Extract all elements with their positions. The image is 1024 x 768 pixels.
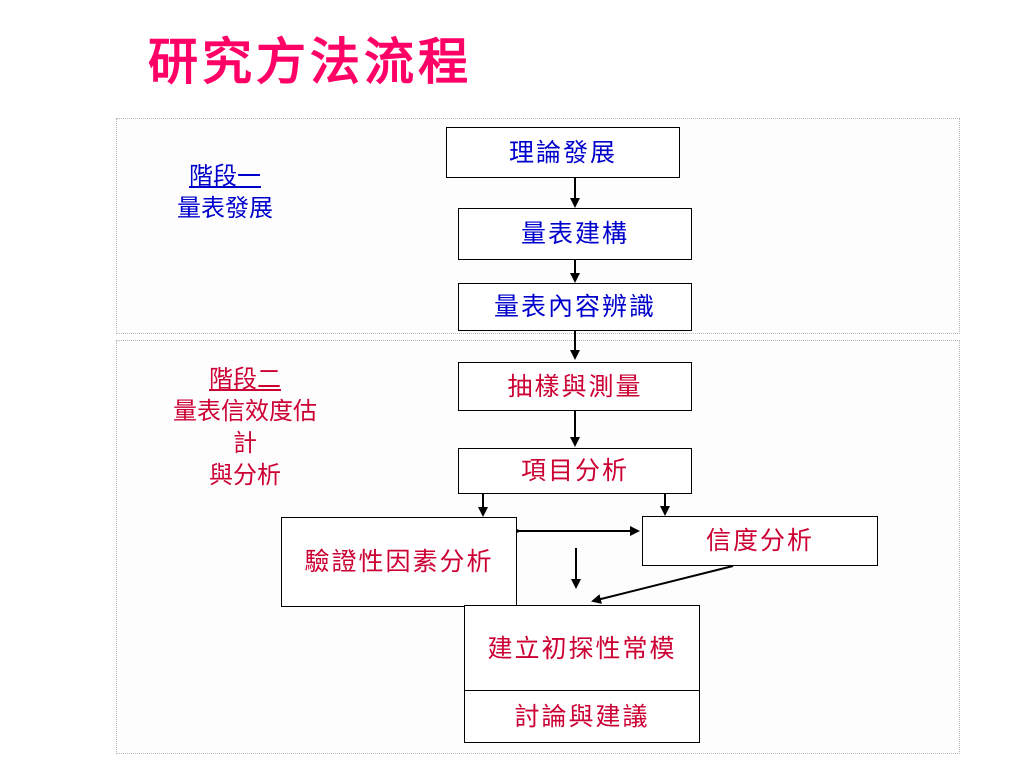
stage-one-description: 量表發展	[177, 194, 273, 222]
page-title: 研究方法流程	[148, 33, 472, 91]
step-sampling-measurement: 抽樣與測量	[458, 362, 692, 411]
step-scale-construction: 量表建構	[458, 208, 692, 260]
stage-two-description-line-3: 與分析	[209, 461, 281, 489]
step-content-identification: 量表內容辨識	[458, 283, 692, 331]
arrow-reliability-to-norms	[591, 565, 734, 604]
stage-one-heading: 階段一	[189, 162, 261, 190]
step-exploratory-norms: 建立初探性常模	[464, 605, 700, 692]
step-discussion-suggestions: 討論與建議	[464, 690, 700, 743]
stage-two-description-line-1: 量表信效度估	[173, 397, 317, 425]
stage-one-label: 階段一 量表發展	[150, 160, 300, 224]
step-theory-development: 理論發展	[446, 127, 680, 178]
stage-two-label: 階段二 量表信效度估 計 與分析	[140, 363, 350, 491]
stage-two-heading: 階段二	[209, 365, 281, 393]
stage-two-description-line-2: 計	[233, 429, 257, 457]
step-reliability-analysis: 信度分析	[642, 516, 878, 566]
step-confirmatory-factor-analysis: 驗證性因素分析	[281, 517, 517, 607]
step-item-analysis: 項目分析	[458, 448, 692, 494]
